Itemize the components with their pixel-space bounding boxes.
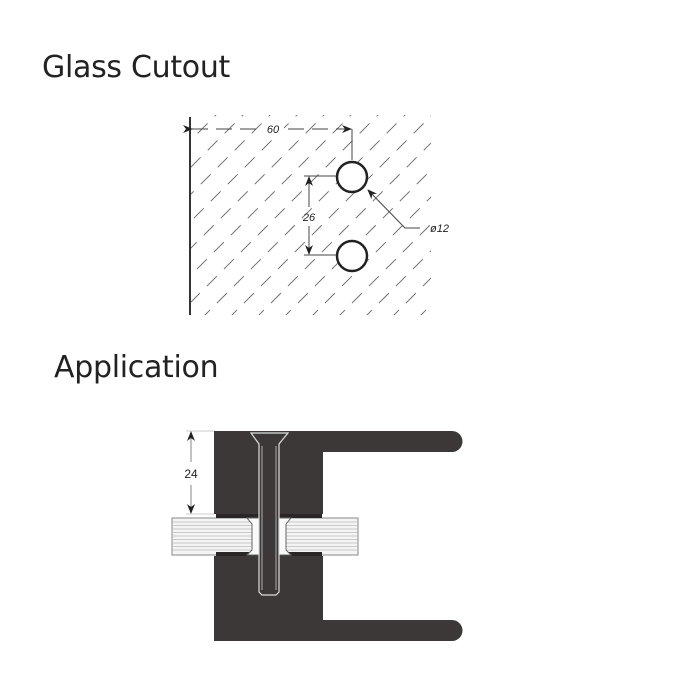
hatch-line (191, 115, 379, 303)
dimension-60: 60 (183, 122, 353, 160)
hatch-line (0, 80, 170, 320)
hatch-line (191, 115, 352, 276)
hole-bottom (335, 239, 369, 273)
hatch-line (191, 115, 217, 141)
dim-26-label: 26 (302, 212, 316, 224)
dim-60-label: 60 (267, 124, 280, 136)
screw (249, 432, 290, 596)
hatch-line (443, 80, 683, 320)
hole-top (335, 160, 369, 194)
hatch-line (312, 196, 431, 315)
hatch-line (191, 115, 244, 168)
hatch-line (204, 115, 406, 315)
hatch-line (258, 142, 431, 315)
dimension-diameter: ø12 (367, 189, 449, 235)
hatch-line (191, 115, 298, 222)
hatch-line (231, 115, 431, 315)
hatch-line (191, 115, 325, 249)
application-title: Application (54, 350, 219, 385)
dim-diameter-label: ø12 (430, 223, 449, 235)
glass-hatch (0, 80, 683, 320)
glass-cutout-title: Glass Cutout (42, 50, 231, 85)
hatch-line (285, 169, 431, 315)
hatch-line (420, 304, 431, 315)
hatch-line (339, 223, 431, 315)
hatch-line (366, 250, 431, 315)
dimension-26: 26 (302, 175, 336, 256)
dim-24-label: 24 (184, 467, 198, 481)
hatch-line (191, 115, 271, 195)
dimension-24: 24 (184, 430, 214, 515)
hatch-line (0, 80, 197, 320)
hatch-line (393, 277, 431, 315)
